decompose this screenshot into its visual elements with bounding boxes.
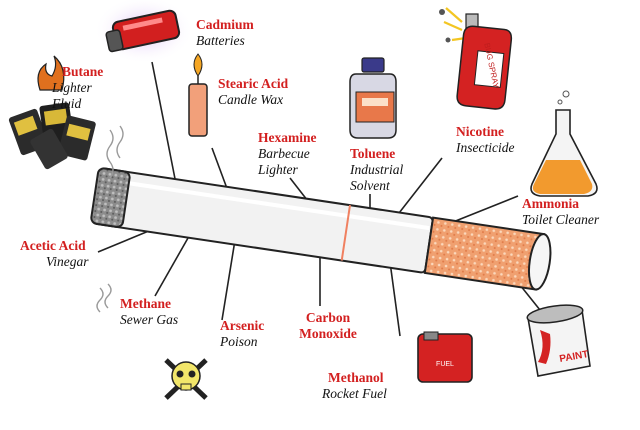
- chemical-name: Arsenic: [220, 318, 265, 333]
- candle-icon: [188, 53, 208, 137]
- chemical-name: Stearic Acid: [218, 76, 289, 91]
- common-use: Insecticide: [456, 140, 515, 155]
- chemical-name: Nicotine: [456, 124, 504, 139]
- label-cadmium: Cadmium Batteries: [196, 17, 254, 49]
- chemical-name: Cadmium: [196, 17, 254, 32]
- label-nicotine: Nicotine Insecticide: [456, 124, 514, 156]
- label-arsenic: Arsenic Poison: [220, 318, 264, 350]
- label-stearic-acid: Stearic Acid Candle Wax: [218, 76, 288, 108]
- chemical-name: Methane: [120, 296, 171, 311]
- label-toluene: Toluene Industrial Solvent: [350, 146, 420, 194]
- flask-icon: [530, 90, 598, 197]
- cigarette-ash: [90, 167, 131, 228]
- battery-icon: [94, 0, 194, 64]
- smoke-icon: [96, 125, 124, 313]
- lighter-icon: [8, 55, 96, 170]
- chemical-name: Toluene: [350, 146, 396, 161]
- chemical-name: Butane: [62, 64, 104, 79]
- cigarette: [90, 167, 552, 291]
- label-acetic-acid: Acetic Acid Vinegar: [20, 238, 89, 270]
- chemical-name: Acetic Acid: [20, 238, 86, 253]
- label-carbon-monoxide: Carbon Monoxide: [290, 310, 366, 342]
- common-use: Lighter Fluid: [52, 80, 92, 111]
- skull-crossbones-icon: [164, 358, 208, 400]
- paint-can-text: PAINT: [559, 349, 590, 365]
- label-methanol: Methanol Rocket Fuel: [322, 370, 387, 402]
- label-methane: Methane Sewer Gas: [120, 296, 178, 328]
- label-hexamine: Hexamine Barbecue Lighter: [258, 130, 338, 178]
- common-use: Vinegar: [46, 254, 89, 269]
- label-ammonia: Ammonia Toilet Cleaner: [522, 196, 599, 228]
- spray-can-icon: BUG SPRAY: [439, 7, 513, 110]
- fuel-can-icon: FUEL: [417, 331, 473, 383]
- solvent-bottle-icon: [349, 57, 397, 139]
- common-use: Sewer Gas: [120, 312, 179, 327]
- label-butane: Butane Lighter Fluid: [52, 64, 122, 112]
- common-use: Poison: [220, 334, 258, 349]
- fuel-can-text: FUEL: [436, 361, 454, 368]
- chemical-name: Carbon Monoxide: [299, 310, 357, 341]
- common-use: Barbecue Lighter: [258, 146, 310, 177]
- cigarette-filter: [423, 216, 545, 291]
- common-use: Rocket Fuel: [322, 386, 387, 401]
- chemical-name: Methanol: [328, 370, 384, 385]
- paint-can-icon: PAINT: [526, 304, 591, 377]
- common-use: Industrial Solvent: [350, 162, 404, 193]
- common-use: Batteries: [196, 33, 245, 48]
- chemical-name: Hexamine: [258, 130, 317, 145]
- common-use: Candle Wax: [218, 92, 284, 107]
- common-use: Toilet Cleaner: [522, 212, 600, 227]
- filter-end: [527, 233, 552, 291]
- chemical-name: Ammonia: [522, 196, 579, 211]
